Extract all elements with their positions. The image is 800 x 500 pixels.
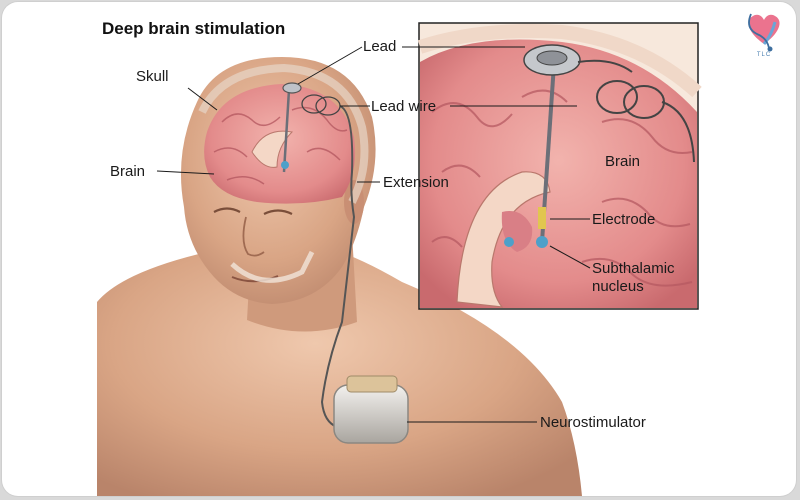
eye-left (213, 207, 241, 213)
mouth (231, 275, 279, 283)
neurostimulator-header (346, 375, 398, 393)
label-lead: Lead (363, 38, 397, 55)
diagram-title: Deep brain stimulation (102, 19, 286, 38)
heart-stethoscope-logo-icon: TLC (737, 8, 791, 64)
ventricle (251, 130, 294, 168)
lead-cap (282, 82, 302, 94)
jaw (230, 250, 315, 283)
eye-right (263, 209, 293, 215)
inset-brain-folds (431, 89, 693, 287)
label-electrode: Electrode (592, 211, 656, 228)
leader-lines (156, 46, 591, 423)
electrode-dot-left (281, 161, 289, 169)
label-extension: Extension (383, 174, 449, 191)
brain-folds (213, 106, 348, 185)
inset-electrode (538, 207, 546, 229)
inset-lead-cap-inner (536, 50, 568, 66)
inset-ventricle (456, 171, 551, 308)
label-brain-inset: Brain (605, 153, 641, 170)
label-brain-left: Brain (110, 163, 146, 180)
lead-shaft (282, 89, 291, 173)
neurostimulator-device (333, 384, 409, 444)
skull-outline (198, 63, 369, 204)
label-lead-wire: Lead wire (371, 98, 437, 115)
label-nucleus: nucleus (592, 278, 644, 295)
extension-wire (320, 105, 356, 428)
inset-skull-band (417, 24, 702, 98)
label-neurostimulator: Neurostimulator (540, 414, 646, 431)
inset-lead-wire-coil (577, 59, 695, 163)
torso (97, 242, 582, 496)
inset-target-dot (504, 237, 514, 247)
nose (242, 216, 265, 257)
logo-text: TLC (756, 52, 772, 58)
label-skull: Skull (136, 68, 169, 85)
inset-stn-dot (536, 236, 548, 248)
label-subthalamic: Subthalamic (592, 260, 675, 277)
